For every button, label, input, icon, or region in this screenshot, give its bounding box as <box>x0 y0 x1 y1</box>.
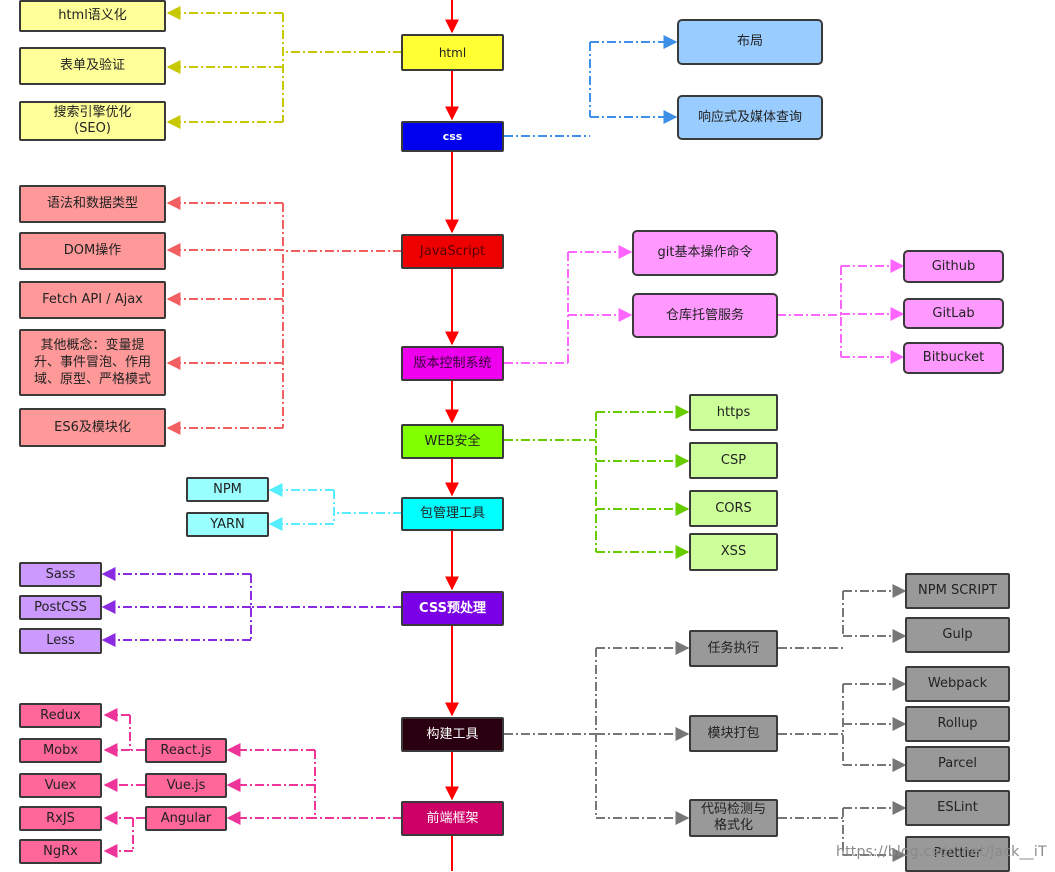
node-seo-line2: (SEO) <box>74 121 111 136</box>
node-csp: CSP <box>689 442 778 479</box>
node-sass: Sass <box>19 562 102 587</box>
node-layout: 布局 <box>677 19 823 65</box>
node-javascript: JavaScript <box>401 234 504 269</box>
node-npm: NPM <box>186 477 269 502</box>
node-lint-line1: 代码检测与 <box>700 802 766 817</box>
node-webpack: Webpack <box>905 666 1010 702</box>
node-frontend-frameworks: 前端框架 <box>401 801 504 836</box>
node-angular: Angular <box>145 806 227 831</box>
node-parcel: Parcel <box>905 746 1010 782</box>
node-rxjs: RxJS <box>19 806 102 831</box>
node-lint-format: 代码检测与 格式化 <box>689 799 778 837</box>
build-branch-lines <box>504 584 907 862</box>
node-other-line2: 升、事件冒泡、作用 <box>33 355 151 370</box>
node-https: https <box>689 394 778 431</box>
node-xss: XSS <box>689 533 778 571</box>
node-other-line1: 其他概念：变量提 <box>40 338 145 353</box>
node-html-semantic: html语义化 <box>19 0 166 32</box>
node-npm-script: NPM SCRIPT <box>905 573 1010 609</box>
node-vue: Vue.js <box>145 773 227 798</box>
node-task-runner: 任务执行 <box>689 630 778 667</box>
node-version-control: 版本控制系统 <box>401 346 504 381</box>
node-other-concepts: 其他概念：变量提 升、事件冒泡、作用 域、原型、严格模式 <box>19 329 166 396</box>
web-branch-lines <box>504 405 690 559</box>
pre-branch-lines <box>101 567 402 647</box>
watermark-url: https://blog.csdn.net/Jack__iT <box>836 844 1047 860</box>
node-gulp: Gulp <box>905 617 1010 653</box>
node-package-tools: 包管理工具 <box>401 497 504 531</box>
node-build-tools: 构建工具 <box>401 717 504 752</box>
js-branch-lines <box>166 196 402 435</box>
node-less: Less <box>19 628 102 654</box>
node-bitbucket: Bitbucket <box>903 342 1004 374</box>
node-seo: 搜索引擎优化 (SEO) <box>19 101 166 141</box>
node-cors: CORS <box>689 490 778 527</box>
node-ngrx: NgRx <box>19 839 102 864</box>
node-seo-line1: 搜索引擎优化 <box>53 105 132 120</box>
pkg-branch-lines <box>268 483 402 531</box>
node-css: css <box>401 121 504 152</box>
node-postcss: PostCSS <box>19 595 102 620</box>
vcs-branch-lines <box>504 245 905 364</box>
node-css-preprocess: CSS预处理 <box>401 591 504 626</box>
node-bundler: 模块打包 <box>689 715 778 752</box>
node-git-basic: git基本操作命令 <box>632 230 778 276</box>
node-repo-hosting: 仓库托管服务 <box>632 293 778 338</box>
node-gitlab: GitLab <box>903 298 1004 329</box>
node-rollup: Rollup <box>905 706 1010 742</box>
node-lint-line2: 格式化 <box>713 818 753 833</box>
node-forms: 表单及验证 <box>19 47 166 85</box>
node-yarn: YARN <box>186 512 269 537</box>
node-syntax: 语法和数据类型 <box>19 185 166 223</box>
node-es6: ES6及模块化 <box>19 408 166 447</box>
node-redux: Redux <box>19 703 102 728</box>
node-fetch: Fetch API / Ajax <box>19 281 166 319</box>
node-web-security: WEB安全 <box>401 424 504 459</box>
node-responsive: 响应式及媒体查询 <box>677 95 823 140</box>
node-dom: DOM操作 <box>19 232 166 270</box>
fw-branch-lines <box>103 708 402 858</box>
node-eslint: ESLint <box>905 790 1010 826</box>
node-other-line3: 域、原型、严格模式 <box>33 372 151 387</box>
node-mobx: Mobx <box>19 738 102 763</box>
node-react: React.js <box>145 738 227 763</box>
node-html: html <box>401 34 504 71</box>
css-branch-lines <box>504 35 678 137</box>
html-branch-lines <box>166 6 402 129</box>
node-vuex: Vuex <box>19 773 102 798</box>
node-github: Github <box>903 250 1004 283</box>
